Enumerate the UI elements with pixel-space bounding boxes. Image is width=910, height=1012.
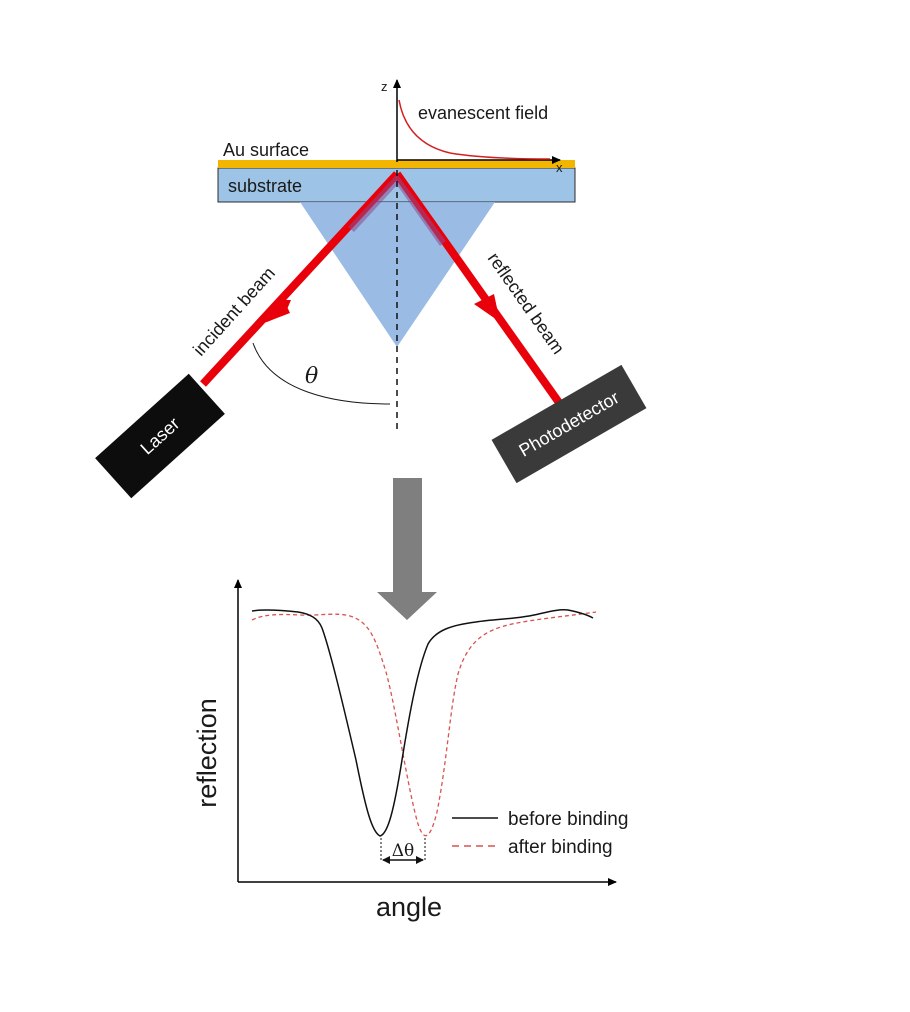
reflection-chart: Δθ before binding after binding reflecti… [192, 579, 628, 922]
chart-legend: before binding after binding [452, 809, 628, 858]
laser: Laser [95, 373, 225, 499]
au-surface-layer [218, 160, 575, 168]
legend-label-before: before binding [508, 809, 628, 830]
substrate-label: substrate [228, 176, 302, 196]
reflected-beam-label: reflected beam [484, 249, 569, 358]
series-after-binding [251, 611, 597, 837]
delta-arrow-right [416, 856, 424, 864]
chart-x-axis-title: angle [376, 892, 442, 922]
chart-y-axis-title: reflection [192, 698, 222, 808]
evanescent-field-label: evanescent field [418, 103, 548, 123]
delta-theta-label: Δθ [392, 841, 415, 861]
delta-arrow-left [382, 856, 390, 864]
x-axis-label: x [556, 160, 563, 175]
spr-setup: substrate Au surface z x evanescent fiel… [95, 79, 647, 499]
z-axis-label: z [381, 79, 388, 94]
angle-arc [252, 342, 391, 405]
reflected-arrow [474, 294, 500, 322]
legend-label-after: after binding [508, 837, 613, 858]
angle-theta-label: θ [305, 364, 318, 389]
au-surface-label: Au surface [223, 140, 309, 160]
beam-in-prism-overlay [348, 174, 446, 246]
evanescent-field-curve [398, 99, 551, 160]
photodetector: Photodetector [491, 364, 647, 484]
series-before-binding [251, 609, 594, 837]
down-arrow [377, 478, 437, 620]
incident-arrow [264, 296, 290, 323]
